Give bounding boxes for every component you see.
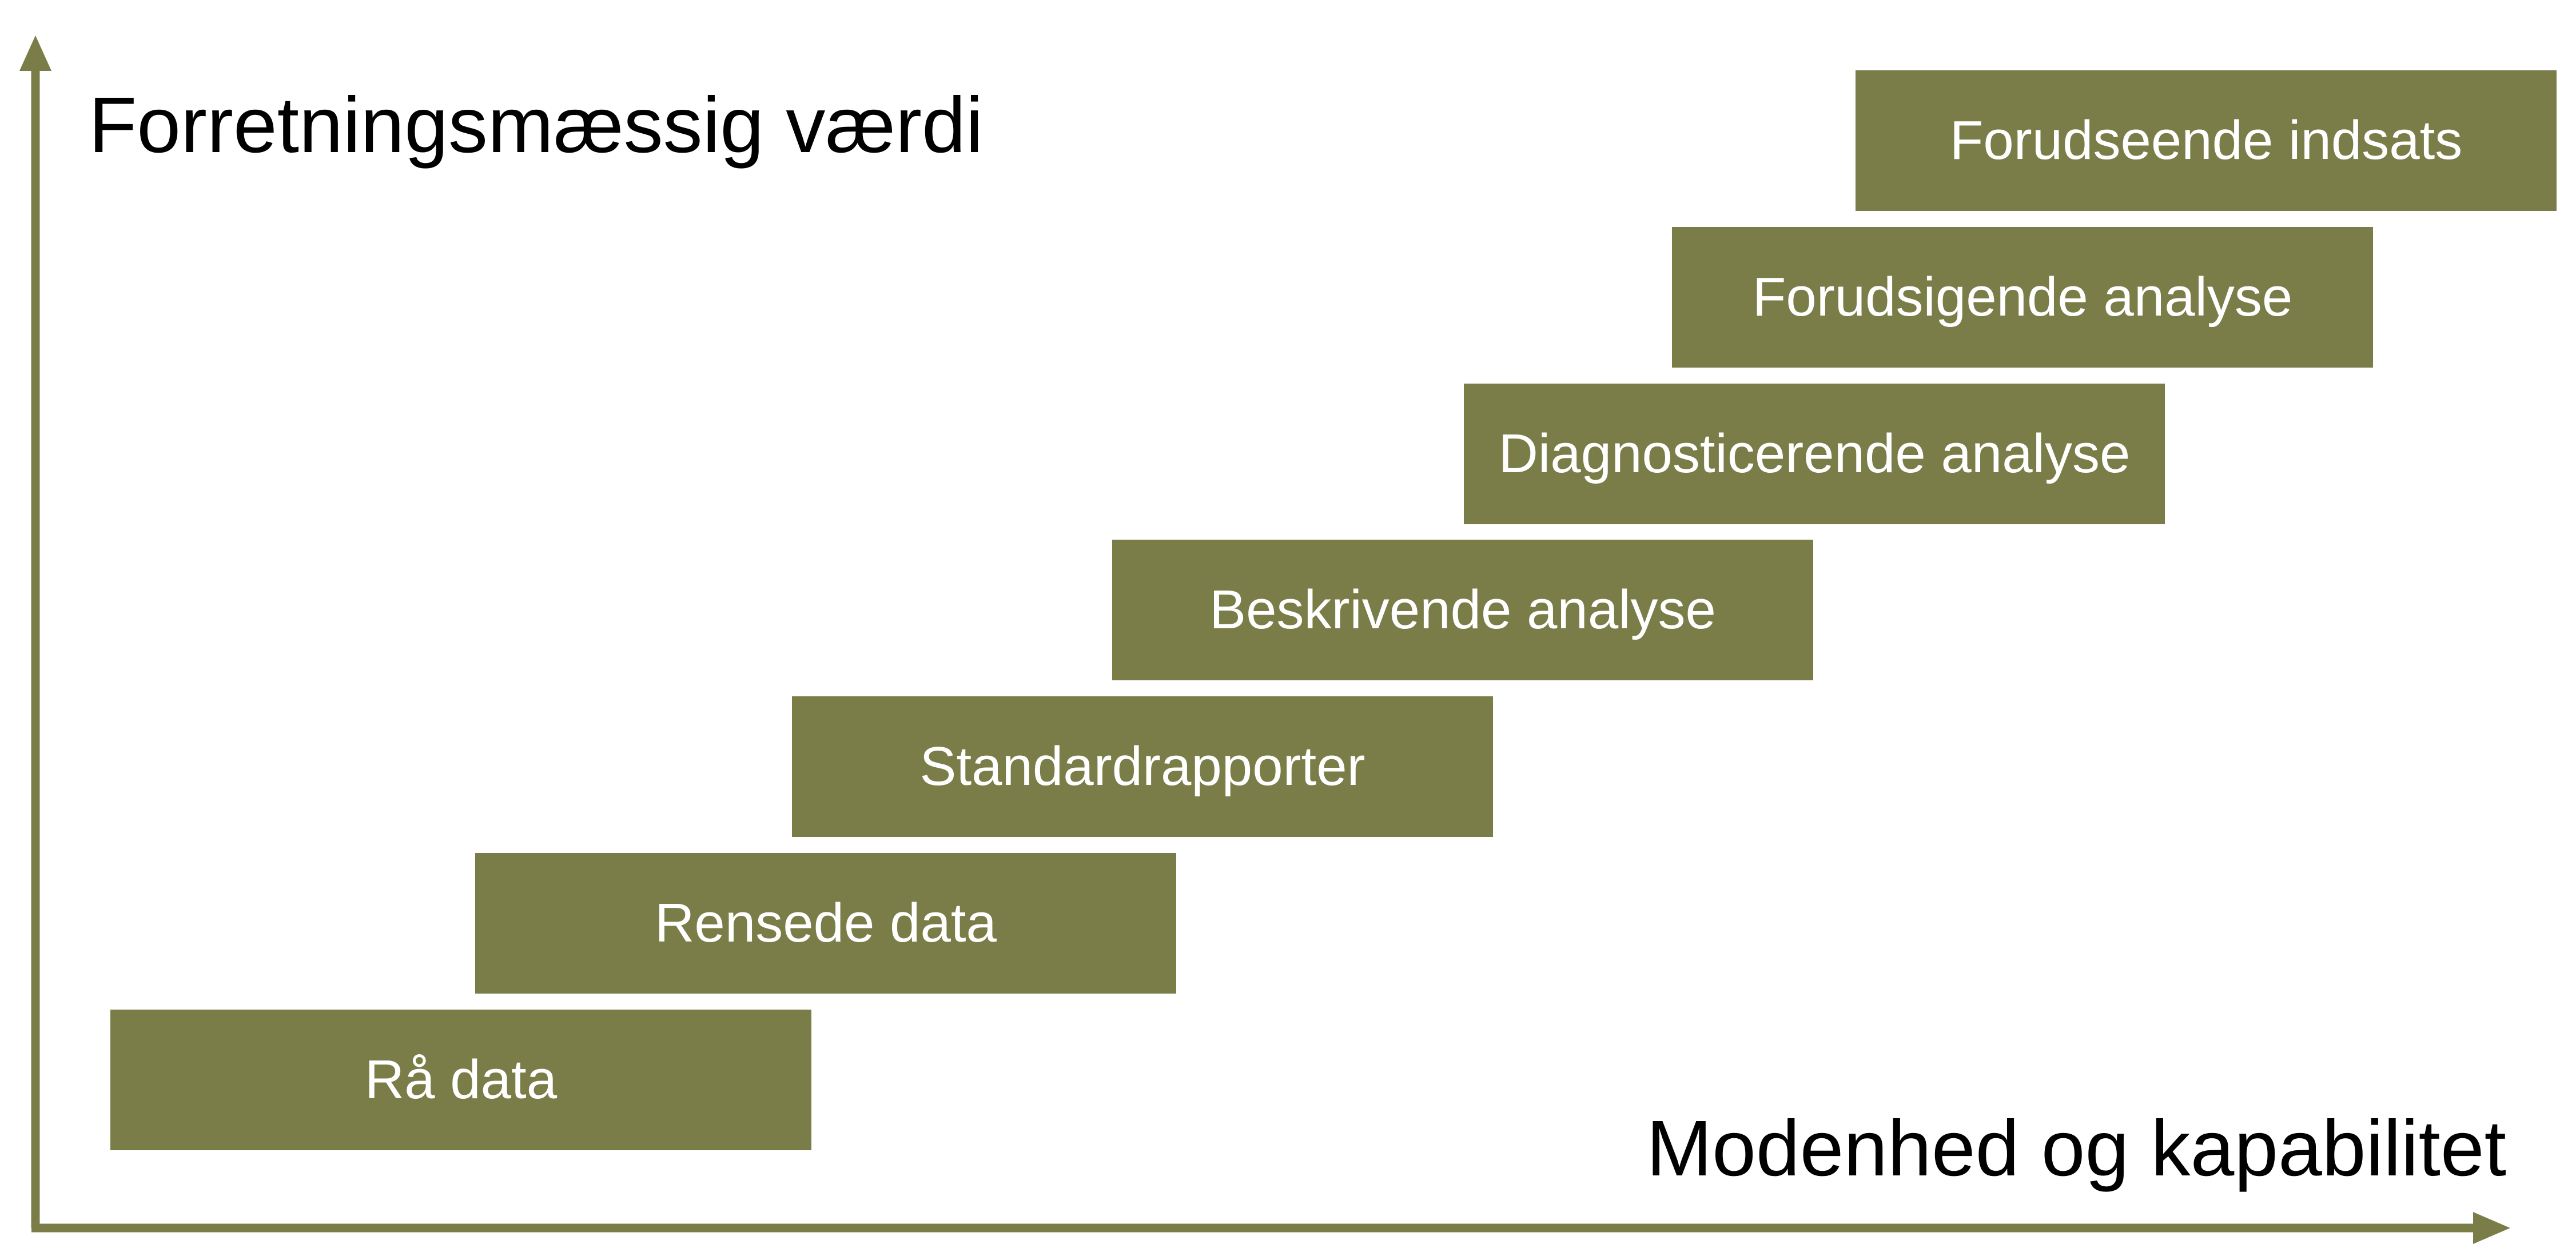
stage-label: Diagnosticerende analyse [1498,423,2131,484]
stage-label: Forudsigende analyse [1752,266,2293,328]
stage-label: Forudseende indsats [1949,110,2463,171]
y-axis-arrowhead [19,35,51,71]
stage-label: Standardrapporter [919,736,1365,797]
stage-diagnostic-analysis: Diagnosticerende analyse [1464,384,2165,524]
stage-label: Beskrivende analyse [1209,579,1716,640]
stage-prescriptive-action: Forudseende indsats [1856,70,2557,211]
x-axis-arrowhead [2473,1212,2510,1244]
stage-raw-data: Rå data [110,1010,811,1150]
stage-standard-reports: Standardrapporter [792,696,1493,837]
y-axis-title: Forretningsmæssig værdi [89,81,984,169]
stage-predictive-analysis: Forudsigende analyse [1672,227,2373,368]
x-axis-title: Modenhed og kapabilitet [1646,1105,2506,1193]
stage-label: Rensede data [655,892,997,954]
stage-cleaned-data: Rensede data [475,853,1176,994]
stage-label: Rå data [364,1049,558,1110]
stage-descriptive-analysis: Beskrivende analyse [1112,540,1813,680]
